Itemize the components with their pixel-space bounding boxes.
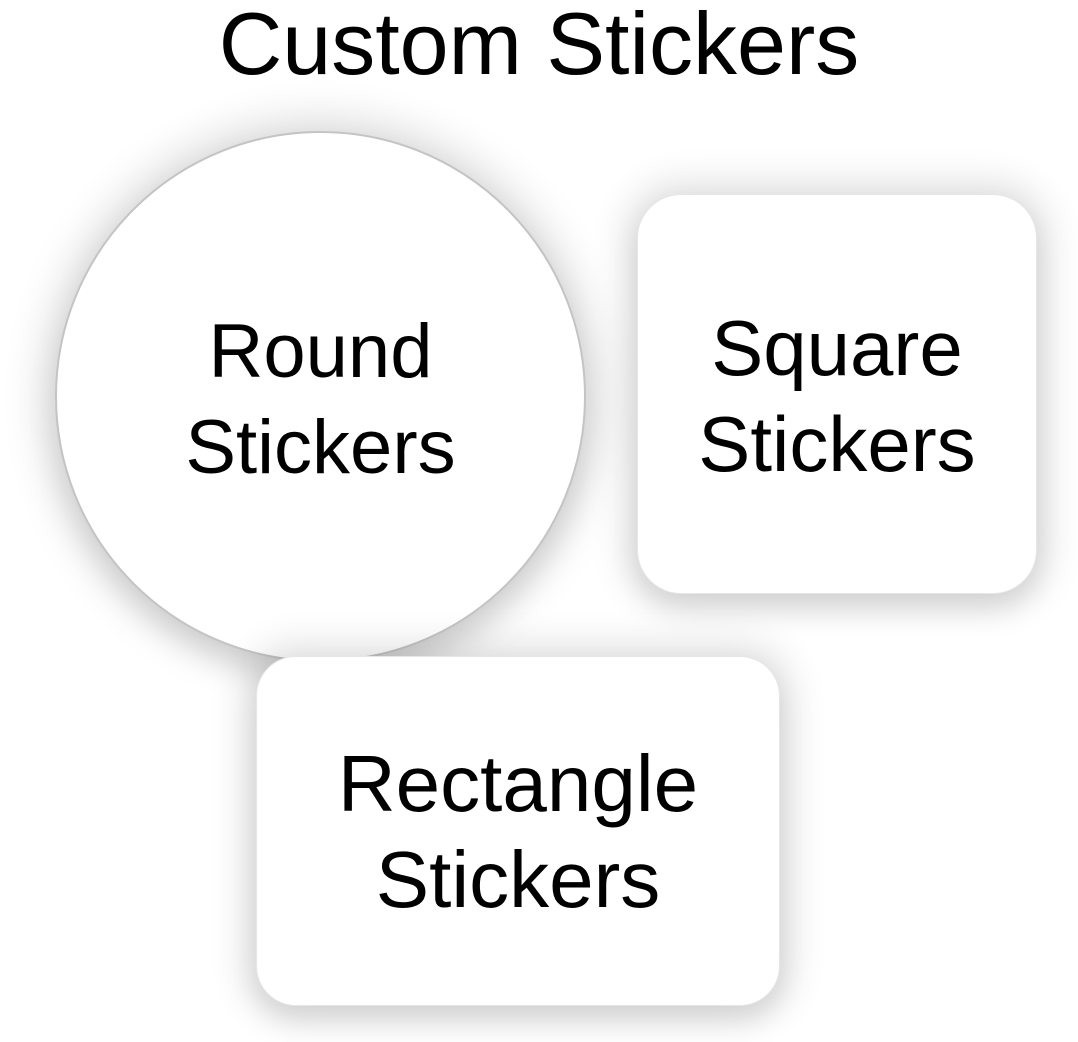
round-stickers-option[interactable]: Round Stickers [55,131,586,662]
square-stickers-label-line2: Stickers [698,400,976,488]
round-stickers-label: Round Stickers [185,304,455,496]
page-title: Custom Stickers [218,0,860,93]
square-stickers-option[interactable]: Square Stickers [637,194,1037,594]
rectangle-stickers-label: Rectangle Stickers [338,736,698,928]
rectangle-stickers-label-line1: Rectangle [337,739,699,828]
round-stickers-label-line1: Round [208,308,433,394]
round-stickers-label-line2: Stickers [185,404,456,490]
rectangle-stickers-option[interactable]: Rectangle Stickers [256,656,780,1006]
square-stickers-label: Square Stickers [698,300,975,492]
square-stickers-label-line1: Square [711,304,963,392]
rectangle-stickers-label-line2: Stickers [375,835,661,924]
